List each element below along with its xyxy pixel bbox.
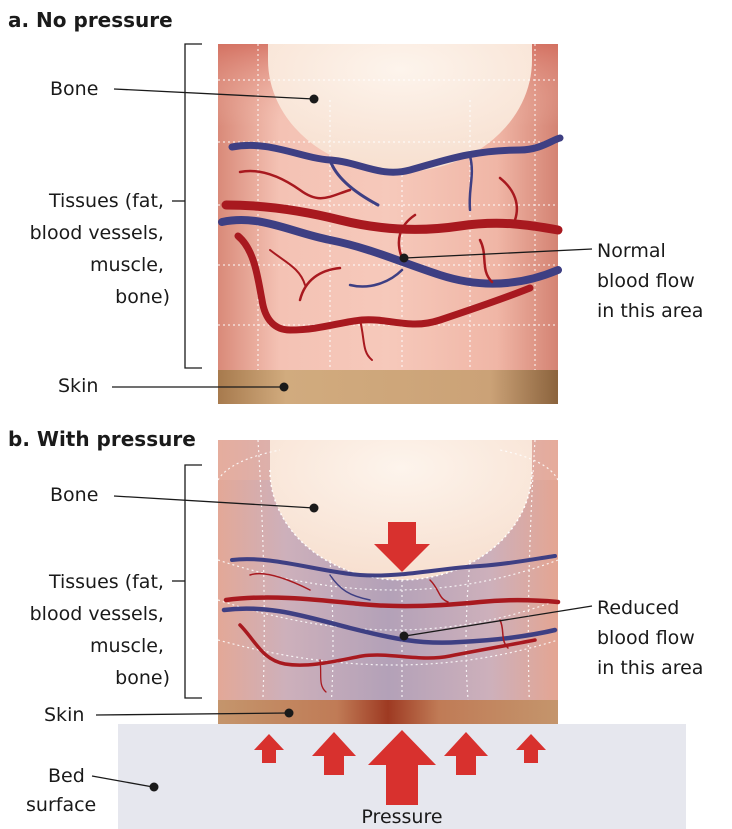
panel-a-flow-label: Normal blood flow in this area (597, 240, 703, 322)
panel-b-tissues-label: Tissues (fat, blood vessels, muscle, bon… (30, 571, 170, 689)
panel-b-flow-label: Reduced blood flow in this area (597, 597, 703, 679)
panel-a-bone-label: Bone (50, 78, 98, 100)
panel-b-title: b. With pressure (8, 427, 196, 451)
panel-a-tissues-label: Tissues (fat, blood vessels, muscle, bon… (30, 190, 170, 308)
panel-b-bone-label: Bone (50, 484, 98, 506)
panel-a-illustration (218, 44, 560, 404)
panel-a-skin-label: Skin (58, 375, 98, 397)
panel-b-skin (218, 700, 558, 724)
panel-a-title: a. No pressure (8, 8, 173, 32)
panel-b-illustration (218, 440, 558, 724)
bed-surface-label: Bed surface (26, 765, 96, 816)
panel-b-skin-label: Skin (44, 704, 84, 726)
pressure-label: Pressure (361, 806, 442, 828)
